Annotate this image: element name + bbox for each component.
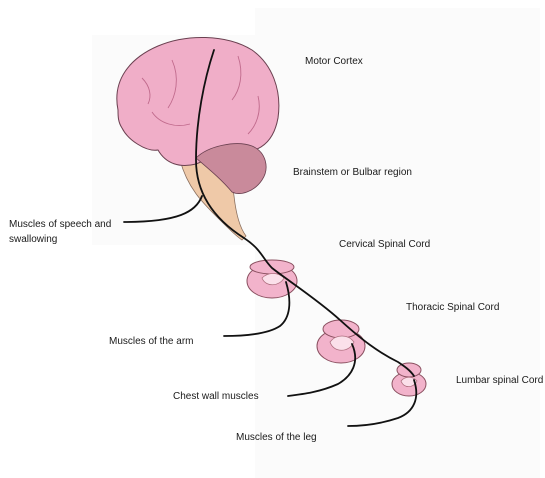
thoracic-cord-segment	[317, 320, 365, 363]
cervical-cord-segment	[247, 260, 297, 298]
brain-shape	[117, 37, 279, 165]
label-speech-line-2: swallowing	[9, 232, 111, 247]
label-thoracic-cord: Thoracic Spinal Cord	[406, 300, 499, 315]
label-speech-line-1: Muscles of speech and	[9, 217, 111, 232]
label-chest-wall: Chest wall muscles	[173, 389, 259, 404]
label-cervical-cord: Cervical Spinal Cord	[339, 237, 430, 252]
label-speech-swallowing: Muscles of speech and swallowing	[9, 217, 111, 247]
label-muscles-arm: Muscles of the arm	[109, 334, 193, 349]
speech-swallowing-nerve	[124, 196, 202, 222]
lumbar-cord-segment	[392, 363, 426, 396]
label-muscles-leg: Muscles of the leg	[236, 430, 317, 445]
label-lumbar-cord: Lumbar spinal Cord	[456, 373, 543, 388]
label-brainstem: Brainstem or Bulbar region	[293, 165, 412, 180]
label-motor-cortex: Motor Cortex	[305, 54, 363, 69]
